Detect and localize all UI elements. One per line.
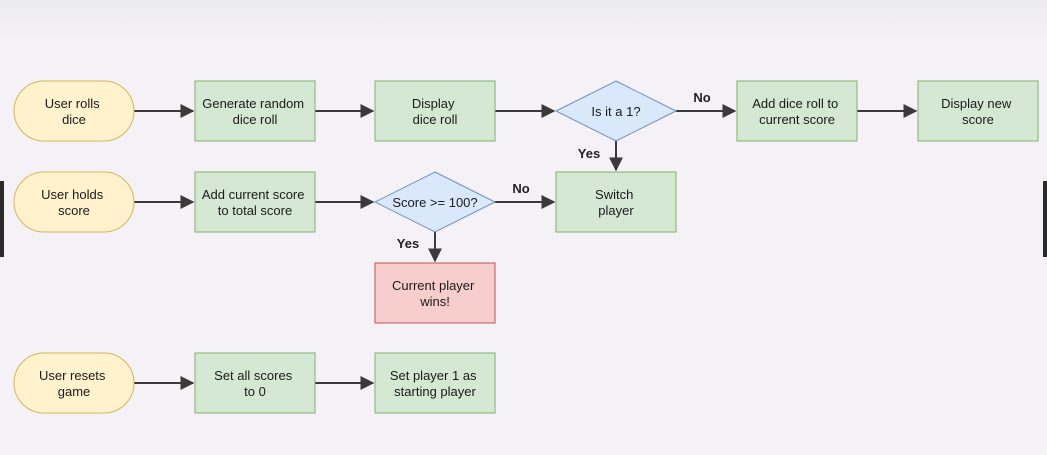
edges: [134, 104, 918, 390]
process-shape: [194, 171, 316, 233]
decision-shape: [373, 171, 497, 233]
end-player-wins: Current player wins!: [374, 262, 496, 324]
edge-label-is-one-no: No: [693, 90, 710, 105]
start-user-resets-game: User resets game: [13, 352, 135, 414]
edge-label-score-no: No: [512, 181, 529, 196]
node-label: User holds score: [41, 187, 107, 218]
edge-label-is-one-yes: Yes: [578, 146, 600, 161]
node-label: Switch player: [595, 187, 637, 218]
process-display-roll: Display dice roll: [374, 80, 496, 142]
process-shape: [194, 80, 316, 142]
process-generate-roll: Generate random dice roll: [194, 80, 316, 142]
terminator-shape: [13, 80, 135, 142]
node-label: Set player 1 as starting player: [390, 368, 480, 399]
terminator-shape: [13, 171, 135, 233]
process-shape: [917, 80, 1039, 142]
edge-labels: No Yes No Yes: [397, 90, 711, 251]
edge-label-score-yes: Yes: [397, 236, 419, 251]
process-switch-player: Switch player: [555, 171, 677, 233]
node-label: Display dice roll: [412, 96, 458, 127]
node-label: Set all scores to 0: [214, 368, 296, 399]
decision-score-check: Score >= 100?: [373, 171, 497, 233]
process-shape: [194, 352, 316, 414]
start-user-rolls-dice: User rolls dice: [13, 80, 135, 142]
top-shade: [0, 0, 1047, 42]
terminator-shape: [13, 352, 135, 414]
process-display-score: Display new score: [917, 80, 1039, 142]
node-label: Is it a 1?: [591, 104, 640, 119]
process-shape: [736, 80, 858, 142]
node-label: User rolls dice: [45, 96, 104, 127]
process-add-roll: Add dice roll to current score: [736, 80, 858, 142]
node-label: Add dice roll to current score: [752, 96, 842, 127]
right-edge-bar: [1043, 181, 1047, 257]
process-shape: [555, 171, 677, 233]
node-label: Add current score to total score: [202, 187, 308, 218]
process-set-player-one: Set player 1 as starting player: [374, 352, 496, 414]
left-edge-bar: [0, 181, 4, 257]
process-shape: [374, 80, 496, 142]
start-user-holds-score: User holds score: [13, 171, 135, 233]
node-label: Display new score: [941, 96, 1015, 127]
decision-is-one: Is it a 1?: [554, 80, 678, 142]
process-reset-scores: Set all scores to 0: [194, 352, 316, 414]
node-label: Score >= 100?: [392, 195, 477, 210]
process-shape: [374, 352, 496, 414]
node-label: Current player wins!: [392, 278, 478, 309]
node-label: Generate random dice roll: [202, 96, 308, 127]
end-shape: [374, 262, 496, 324]
node-label: User resets game: [39, 368, 109, 399]
decision-shape: [554, 80, 678, 142]
process-add-total: Add current score to total score: [194, 171, 316, 233]
